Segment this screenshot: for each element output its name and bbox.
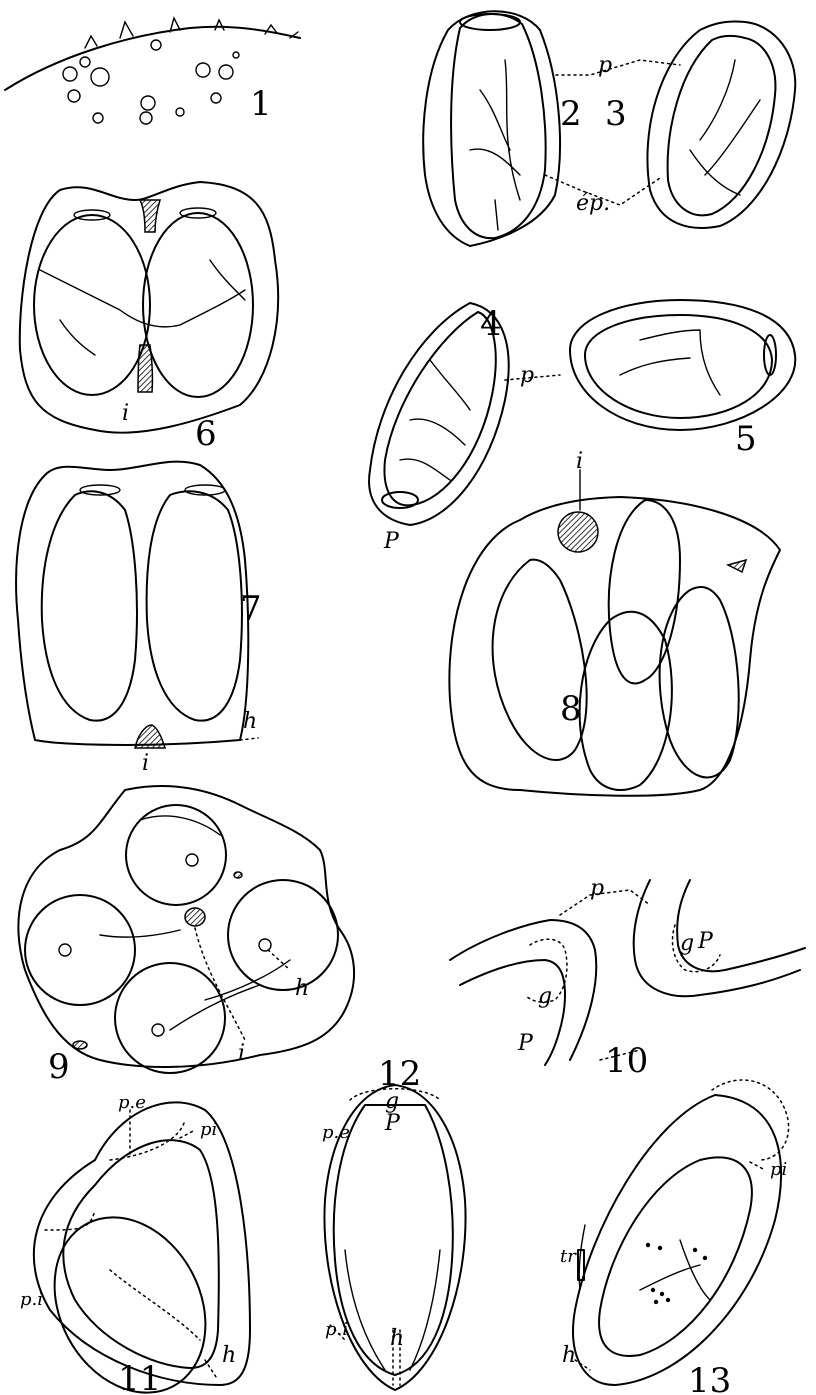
label-p-fig10: p <box>590 876 604 901</box>
figure-number-1: 1 <box>250 84 272 124</box>
figure-13: pi tr h 13 <box>560 1080 789 1395</box>
figure-12: 12 g P p.e p.i h <box>322 1054 466 1390</box>
label-pi-fig13: pi <box>770 1159 787 1180</box>
figure-11: p.e pi p.i h 11 <box>20 1092 250 1395</box>
label-h-fig13: h <box>562 1343 576 1368</box>
label-P-fig12: P <box>384 1111 401 1136</box>
figure-3: 3 <box>605 21 795 227</box>
label-h-fig12: h <box>390 1326 404 1351</box>
figure-number-5: 5 <box>735 419 757 459</box>
label-i-fig6: i <box>122 401 129 426</box>
label-h-fig9: h <box>295 976 309 1001</box>
figure-number-4: 4 <box>480 304 502 344</box>
label-h-fig7: h <box>243 709 257 734</box>
label-pi-fig11: pi <box>200 1119 217 1140</box>
figure-1: 1 <box>5 18 300 124</box>
figure-number-3: 3 <box>605 94 627 134</box>
label-P-fig10-left: P <box>517 1031 534 1056</box>
label-g-fig10-right: g <box>680 931 694 956</box>
figure-number-12: 12 <box>378 1054 421 1094</box>
label-pi-dot-fig11: p.i <box>20 1289 43 1310</box>
figure-number-13: 13 <box>688 1361 731 1395</box>
figure-number-11: 11 <box>118 1359 161 1395</box>
figure-number-8: 8 <box>560 689 582 729</box>
figure-number-9: 9 <box>48 1047 70 1087</box>
label-i-fig8: i <box>576 449 583 474</box>
figure-number-10: 10 <box>605 1041 648 1081</box>
figure-2: 2 p ép. <box>423 11 680 246</box>
label-i-fig7: i <box>142 751 149 776</box>
figure-number-2: 2 <box>560 94 582 134</box>
figure-5: 5 <box>570 300 795 459</box>
figure-10: p g P g P 10 <box>450 876 805 1081</box>
figure-number-6: 6 <box>195 414 217 454</box>
label-g-fig10-left: g <box>538 984 552 1009</box>
figure-number-7: 7 <box>240 589 262 629</box>
label-pe-fig11: p.e <box>118 1092 146 1113</box>
figure-8: 8 i <box>449 449 780 796</box>
label-P-fig10-right: P <box>697 929 714 954</box>
figure-7: 7 h i <box>16 462 262 776</box>
label-p-fig4: p <box>520 363 534 388</box>
label-h-fig11: h <box>222 1343 236 1368</box>
figure-6: 6 i <box>20 182 278 454</box>
label-p-fig2: p <box>598 53 612 78</box>
figure-9: 9 i h <box>18 786 354 1087</box>
label-pi-dot-fig12: p.i <box>325 1319 348 1340</box>
label-ep-fig2: ép. <box>576 191 610 216</box>
label-tr-fig13: tr <box>560 1246 577 1267</box>
label-i-fig9: i <box>238 1041 245 1066</box>
figure-4: 4 p P <box>369 303 560 554</box>
label-P-fig4: P <box>383 529 400 554</box>
label-pe-fig12: p.e <box>322 1122 350 1143</box>
